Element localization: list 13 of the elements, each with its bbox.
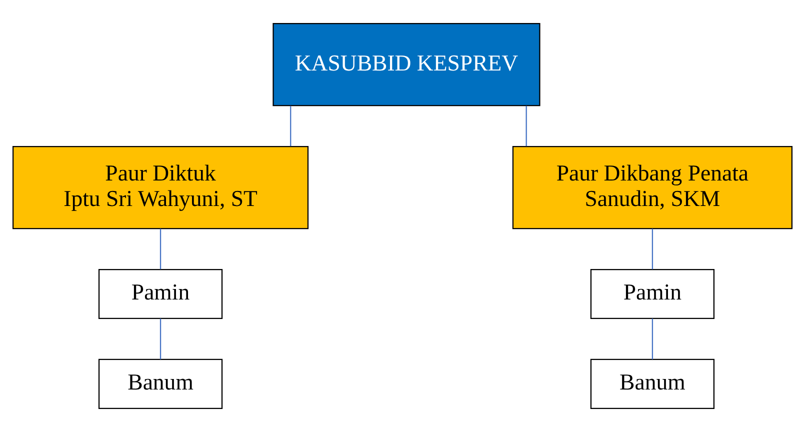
connector — [290, 106, 292, 146]
connector — [652, 228, 654, 270]
node-box: Paur Dikbang Penata Sanudin, SKM — [512, 146, 793, 230]
node-box: Pamin — [98, 268, 223, 320]
connector — [160, 228, 162, 270]
connector — [652, 318, 654, 360]
connector — [526, 106, 527, 146]
node-box: KASUBBID KESPREV — [272, 22, 540, 106]
connector — [160, 318, 162, 360]
node-box: Paur Diktuk Iptu Sri Wahyuni, ST — [12, 146, 309, 230]
node-box: Banum — [98, 358, 223, 410]
node-box: Pamin — [590, 268, 715, 320]
node-box: Banum — [590, 358, 715, 410]
